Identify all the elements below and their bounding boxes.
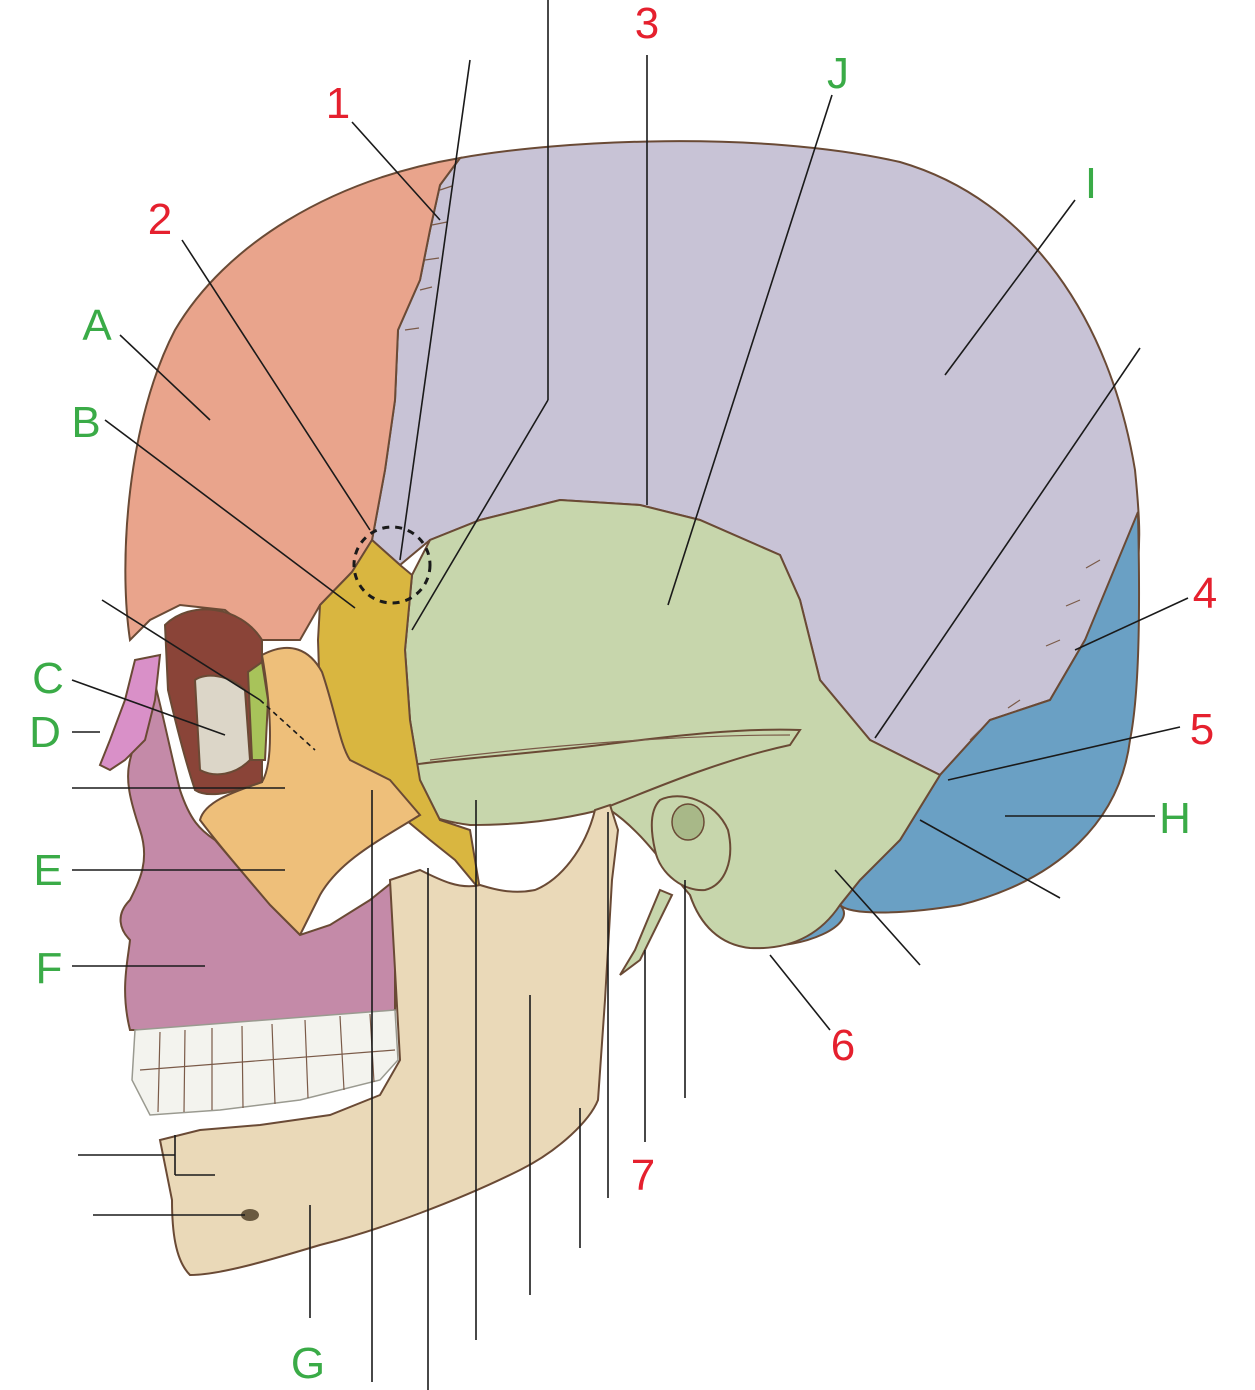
number-labels: 1 2 3 4 5 6 7 (148, 0, 1217, 1200)
label-C: C (32, 654, 64, 703)
occipital-bone (838, 511, 1141, 914)
label-I: I (1085, 159, 1097, 208)
label-7: 7 (631, 1151, 655, 1200)
label-E: E (33, 846, 62, 895)
label-A: A (82, 301, 112, 350)
label-J: J (827, 49, 849, 98)
coronal-suture-detail (404, 185, 453, 331)
mental-foramen (241, 1209, 259, 1221)
temporal-bone (403, 498, 942, 950)
label-6: 6 (831, 1021, 855, 1070)
label-4: 4 (1193, 569, 1217, 618)
skull-illustration (98, 140, 1141, 1277)
label-D: D (29, 708, 61, 757)
temporal-groove (429, 734, 791, 761)
nasal-bone (98, 653, 162, 772)
ethmoid-bone (246, 660, 270, 761)
label-G: G (291, 1339, 325, 1388)
mandible (158, 803, 620, 1277)
label-5: 5 (1190, 705, 1214, 754)
external-acoustic-meatus (671, 803, 705, 841)
maxilla-bone (119, 664, 396, 1031)
label-H: H (1159, 794, 1191, 843)
styloid-process (619, 888, 674, 976)
label-F: F (36, 944, 63, 993)
label-B: B (71, 398, 100, 447)
lacrimal-bone (193, 674, 252, 776)
pterion-circle (352, 525, 432, 605)
frontal-bone (124, 156, 463, 643)
lambdoid-suture-detail (969, 559, 1101, 741)
label-1: 1 (326, 79, 350, 128)
label-2: 2 (148, 195, 172, 244)
letter-labels: A B C D E F G H I J (29, 49, 1191, 1388)
zygomatic-arch (379, 728, 802, 827)
leader-lines (71, 0, 1189, 1390)
label-3: 3 (635, 0, 659, 48)
upper-teeth (131, 1009, 399, 1116)
